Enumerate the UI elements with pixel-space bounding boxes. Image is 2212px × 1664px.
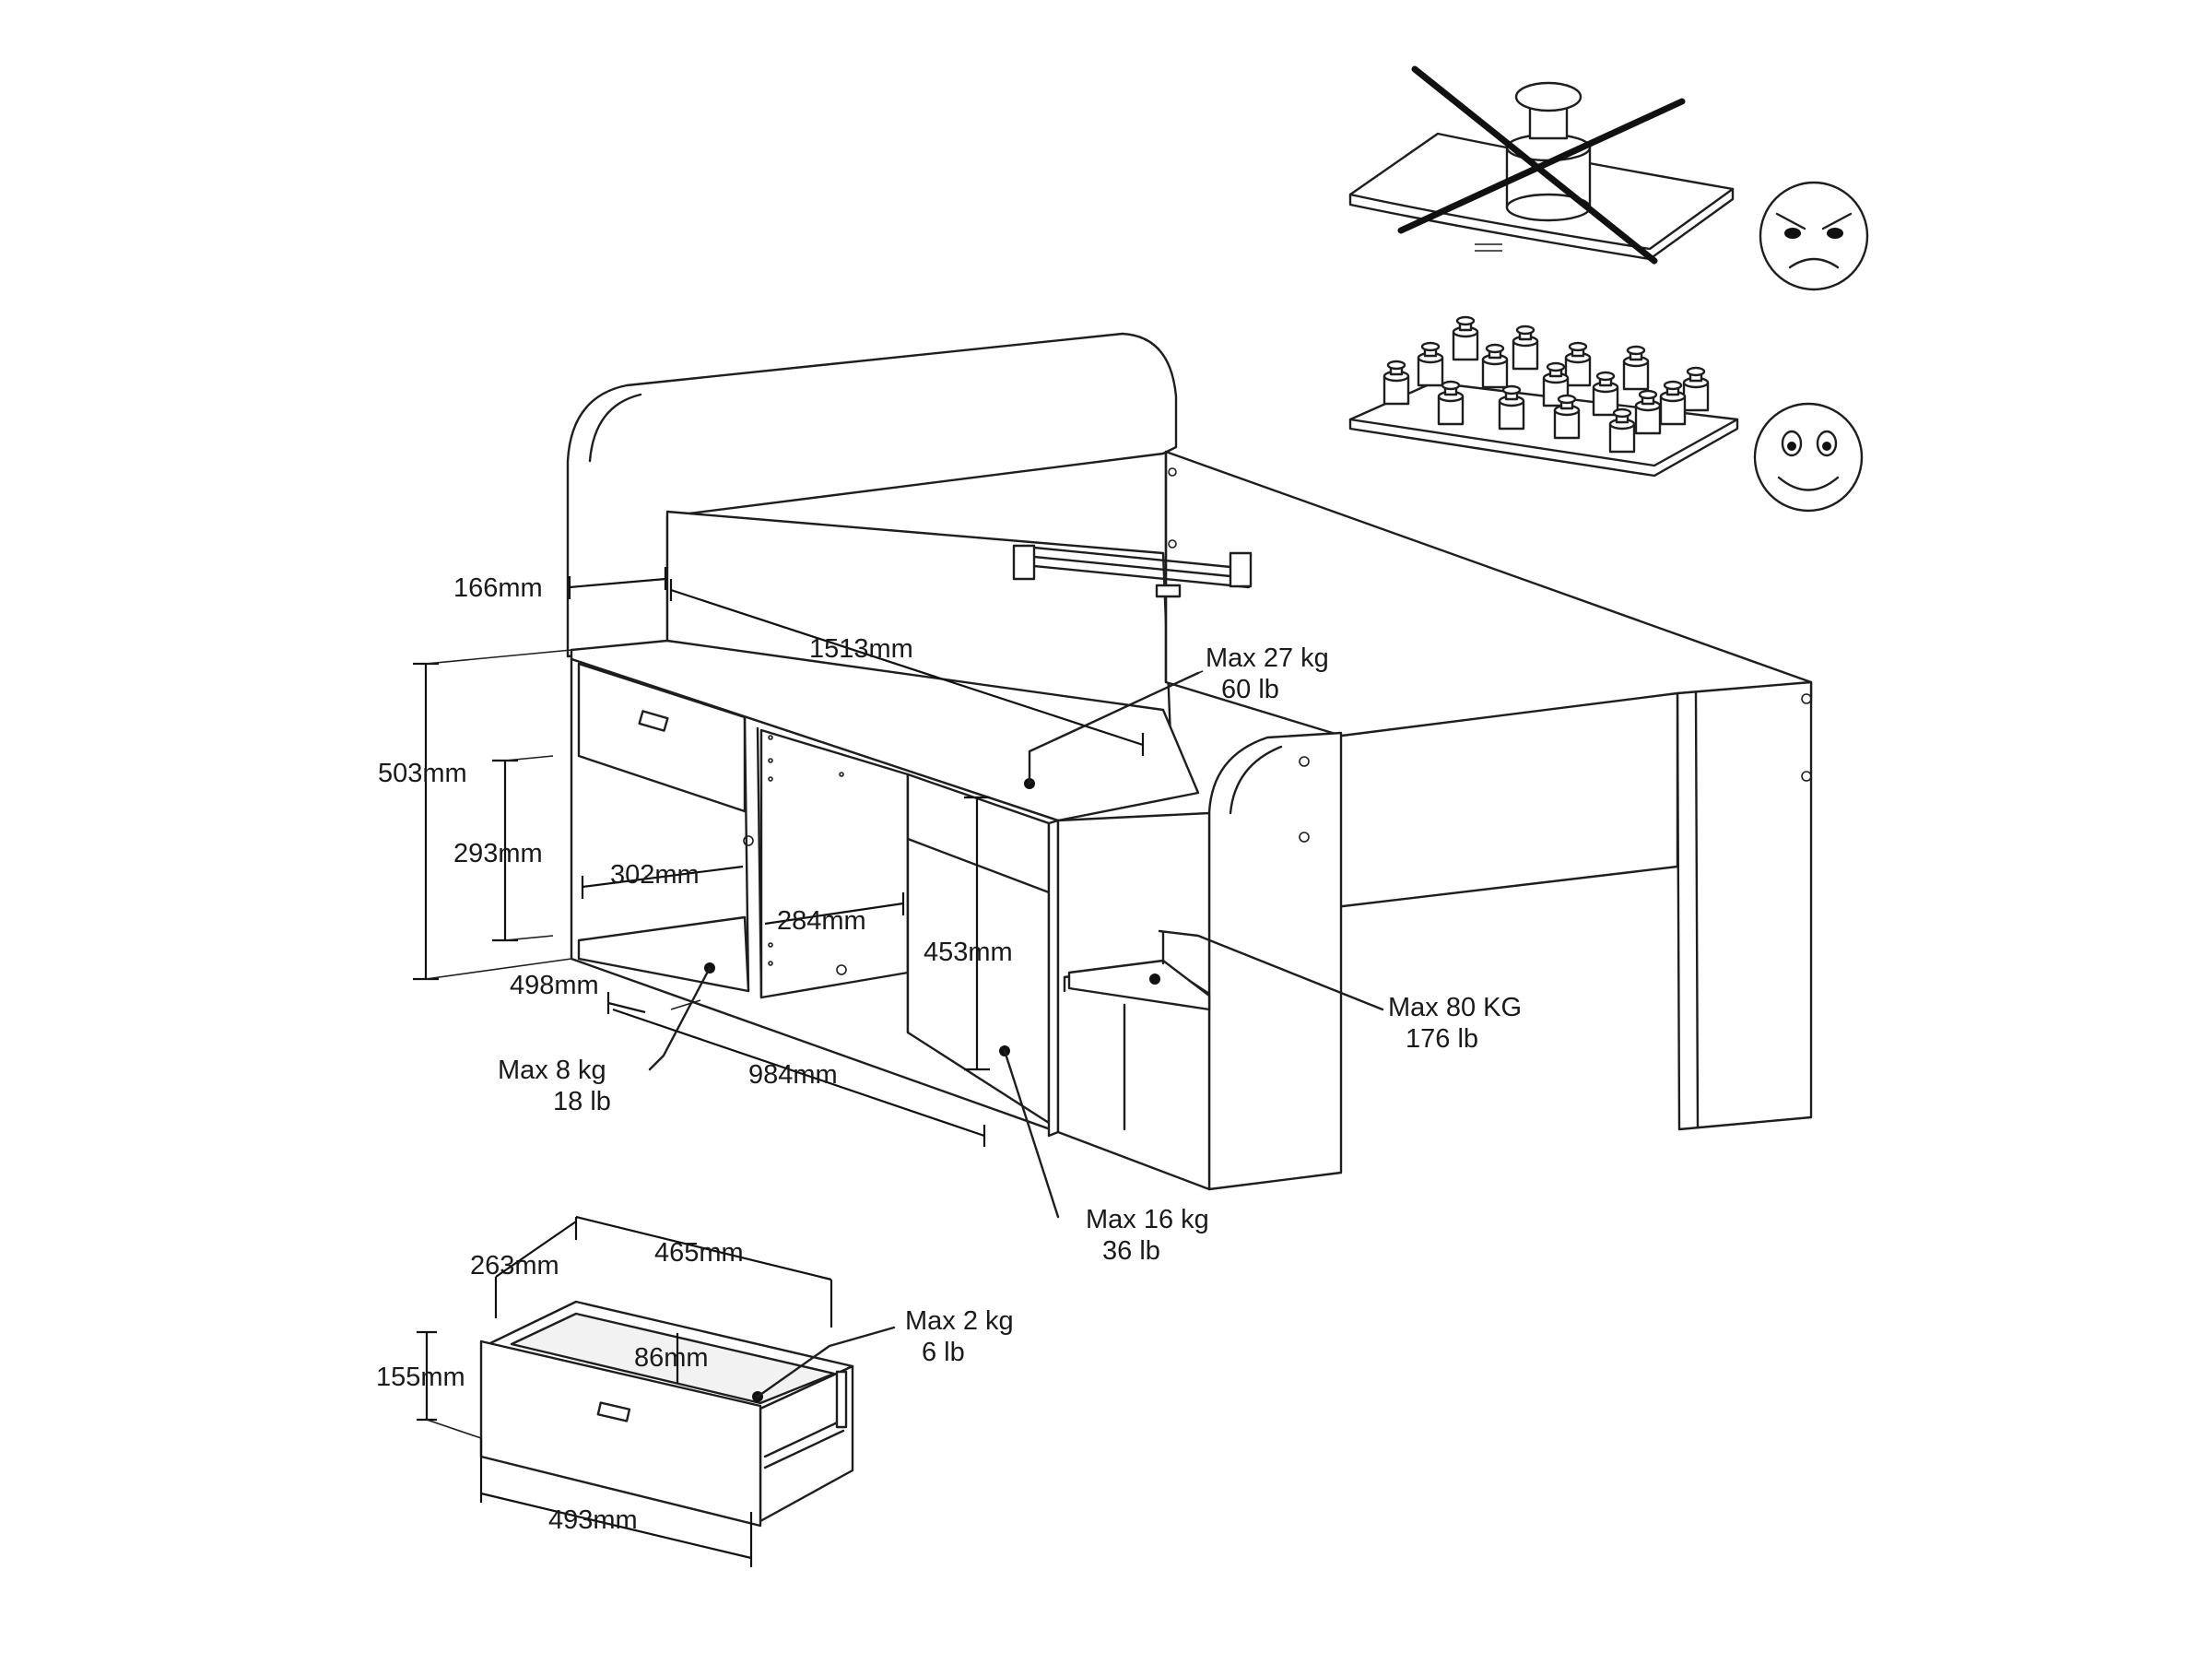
cross-out-line bbox=[1411, 65, 1658, 265]
storage-unit bbox=[570, 639, 1211, 1191]
cross-out-line bbox=[1397, 98, 1686, 234]
weight-icon bbox=[1622, 345, 1650, 391]
weight-icon bbox=[1382, 360, 1410, 406]
point-load-warning-icon bbox=[1348, 65, 1735, 265]
weight-icon bbox=[1452, 315, 1479, 361]
dim-compartment-width: 302mm bbox=[610, 860, 700, 890]
weight-icon bbox=[1553, 394, 1581, 440]
dim-drawer-front-width: 493mm bbox=[548, 1505, 638, 1535]
dim-drawer-inner-height: 86mm bbox=[634, 1343, 709, 1373]
load-left-compartment-kg: Max 8 kg bbox=[498, 1056, 606, 1085]
dim-middle-width: 284mm bbox=[777, 906, 866, 936]
dim-drawer-depth: 263mm bbox=[470, 1251, 559, 1280]
weight-icon bbox=[1498, 384, 1525, 431]
weight-icon bbox=[1608, 407, 1636, 454]
weight-icon bbox=[1682, 366, 1710, 412]
load-top-shelf-lb: 60 lb bbox=[1221, 675, 1279, 704]
load-markers bbox=[648, 670, 1384, 1402]
dim-compartment-height: 293mm bbox=[453, 839, 543, 868]
load-labels: Max 27 kg 60 lb Max 80 KG 176 lb Max 8 k… bbox=[498, 643, 1522, 1367]
weight-icon bbox=[1437, 380, 1465, 426]
drawer-diagram bbox=[479, 1300, 854, 1528]
load-left-compartment-lb: 18 lb bbox=[553, 1087, 611, 1116]
dim-headboard-depth: 166mm bbox=[453, 573, 543, 603]
weight-icon bbox=[1481, 343, 1509, 389]
load-top-shelf-kg: Max 27 kg bbox=[1206, 643, 1329, 673]
load-side-shelf-kg: Max 80 KG bbox=[1388, 993, 1522, 1022]
weight-icon bbox=[1542, 361, 1570, 407]
drawer-labels: 263mm 465mm 155mm 86mm 493mm bbox=[376, 1238, 744, 1535]
angry-face-icon bbox=[1759, 181, 1869, 291]
dim-drawer-height: 155mm bbox=[376, 1363, 465, 1392]
weight-icon bbox=[1512, 325, 1539, 371]
weight-icon bbox=[1564, 341, 1592, 387]
dim-cabinet-length: 984mm bbox=[748, 1060, 838, 1090]
dimension-lines bbox=[413, 567, 1145, 1567]
load-drawer-kg: Max 2 kg bbox=[905, 1306, 1014, 1336]
distributed-load-icon bbox=[1348, 315, 1739, 478]
happy-face-icon bbox=[1753, 402, 1864, 513]
dim-total-height: 503mm bbox=[378, 759, 467, 788]
dimension-labels: 166mm 1513mm 503mm 293mm 302mm 284mm 453… bbox=[378, 573, 1013, 1090]
dim-door-height: 453mm bbox=[924, 938, 1013, 967]
load-side-shelf-lb: 176 lb bbox=[1406, 1024, 1478, 1054]
load-drawer-lb: 6 lb bbox=[922, 1338, 965, 1367]
dim-depth: 498mm bbox=[510, 971, 599, 1000]
weight-icon bbox=[1659, 380, 1687, 426]
weight-icon bbox=[1417, 341, 1444, 387]
dim-drawer-width: 465mm bbox=[654, 1238, 744, 1268]
weight-icon bbox=[1592, 371, 1619, 417]
load-cabinet-lb: 36 lb bbox=[1102, 1236, 1160, 1266]
load-cabinet-kg: Max 16 kg bbox=[1086, 1205, 1209, 1234]
weight-icon bbox=[1634, 389, 1662, 435]
dim-shelf-length: 1513mm bbox=[809, 634, 913, 664]
